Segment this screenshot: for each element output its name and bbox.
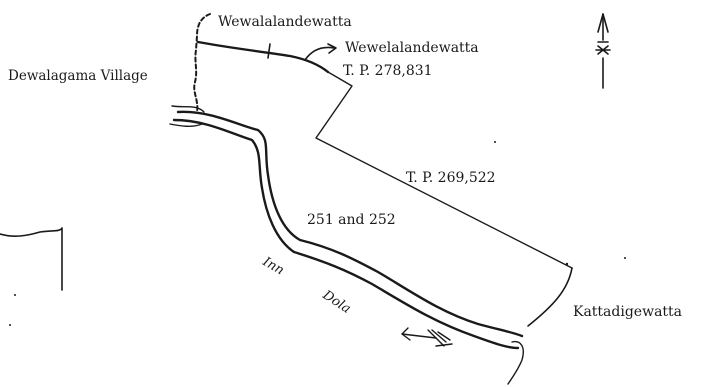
plot-boundary-east-upper xyxy=(315,71,573,269)
label-dewalagama-village: Dewalagama Village xyxy=(8,68,148,84)
plot-boundary-east-lower xyxy=(527,267,573,327)
label-tp-269522: T. P. 269,522 xyxy=(406,170,496,186)
ink-dot xyxy=(9,324,11,326)
plot-boundary-north xyxy=(196,40,330,74)
pointer-arrow xyxy=(304,43,337,61)
label-tp-278831: T. P. 278,831 xyxy=(343,63,433,79)
ink-dot xyxy=(565,262,569,266)
flow-direction-arrow-icon xyxy=(401,327,453,347)
river-channel-east xyxy=(507,340,524,385)
boundary-tick xyxy=(267,43,271,59)
ink-dot xyxy=(14,294,16,296)
river-bank-south xyxy=(172,118,520,350)
ink-dot xyxy=(494,141,496,143)
label-wewelalandewatta: Wewelalandewatta xyxy=(345,40,479,56)
outer-boundary-west xyxy=(0,227,63,291)
label-dola: Dola xyxy=(319,287,353,317)
river-bank-north xyxy=(176,110,524,338)
river-channel-west xyxy=(169,105,205,127)
label-inn: Inn xyxy=(259,254,286,278)
label-kattadigewatta: Kattadigewatta xyxy=(573,304,682,320)
ink-dot xyxy=(624,257,626,259)
label-lots: 251 and 252 xyxy=(307,212,396,228)
north-arrow-icon xyxy=(595,13,611,89)
label-wewalalandewatta: Wewalalandewatta xyxy=(218,14,352,30)
village-boundary xyxy=(193,13,211,113)
